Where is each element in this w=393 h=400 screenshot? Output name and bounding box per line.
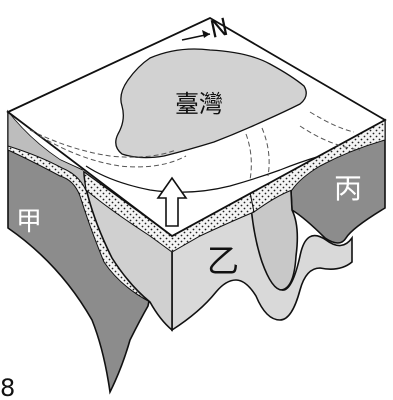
dashed-line-4 <box>261 127 270 177</box>
dashed-line-1 <box>29 129 177 158</box>
dashed-line-3 <box>245 133 252 181</box>
arrow-right-icon <box>181 30 211 41</box>
plate-right-label: 丙 <box>334 172 362 205</box>
taiwan-island <box>115 48 307 159</box>
dashed-line-5 <box>309 111 355 133</box>
north-label: N <box>207 13 230 44</box>
plate-right-dark <box>289 118 386 244</box>
stipple-band-front <box>83 170 255 253</box>
plate-center-label: 乙 <box>207 242 239 280</box>
arrow-up-icon <box>156 176 188 227</box>
dashed-line-6 <box>299 125 361 151</box>
plate-left-label: 甲 <box>16 207 42 237</box>
island-label: 臺灣 <box>175 90 223 118</box>
dashed-line-2 <box>39 135 187 168</box>
stipple-band-right <box>249 119 386 213</box>
figure-number: 8 <box>0 374 15 400</box>
trench-line <box>85 155 321 193</box>
